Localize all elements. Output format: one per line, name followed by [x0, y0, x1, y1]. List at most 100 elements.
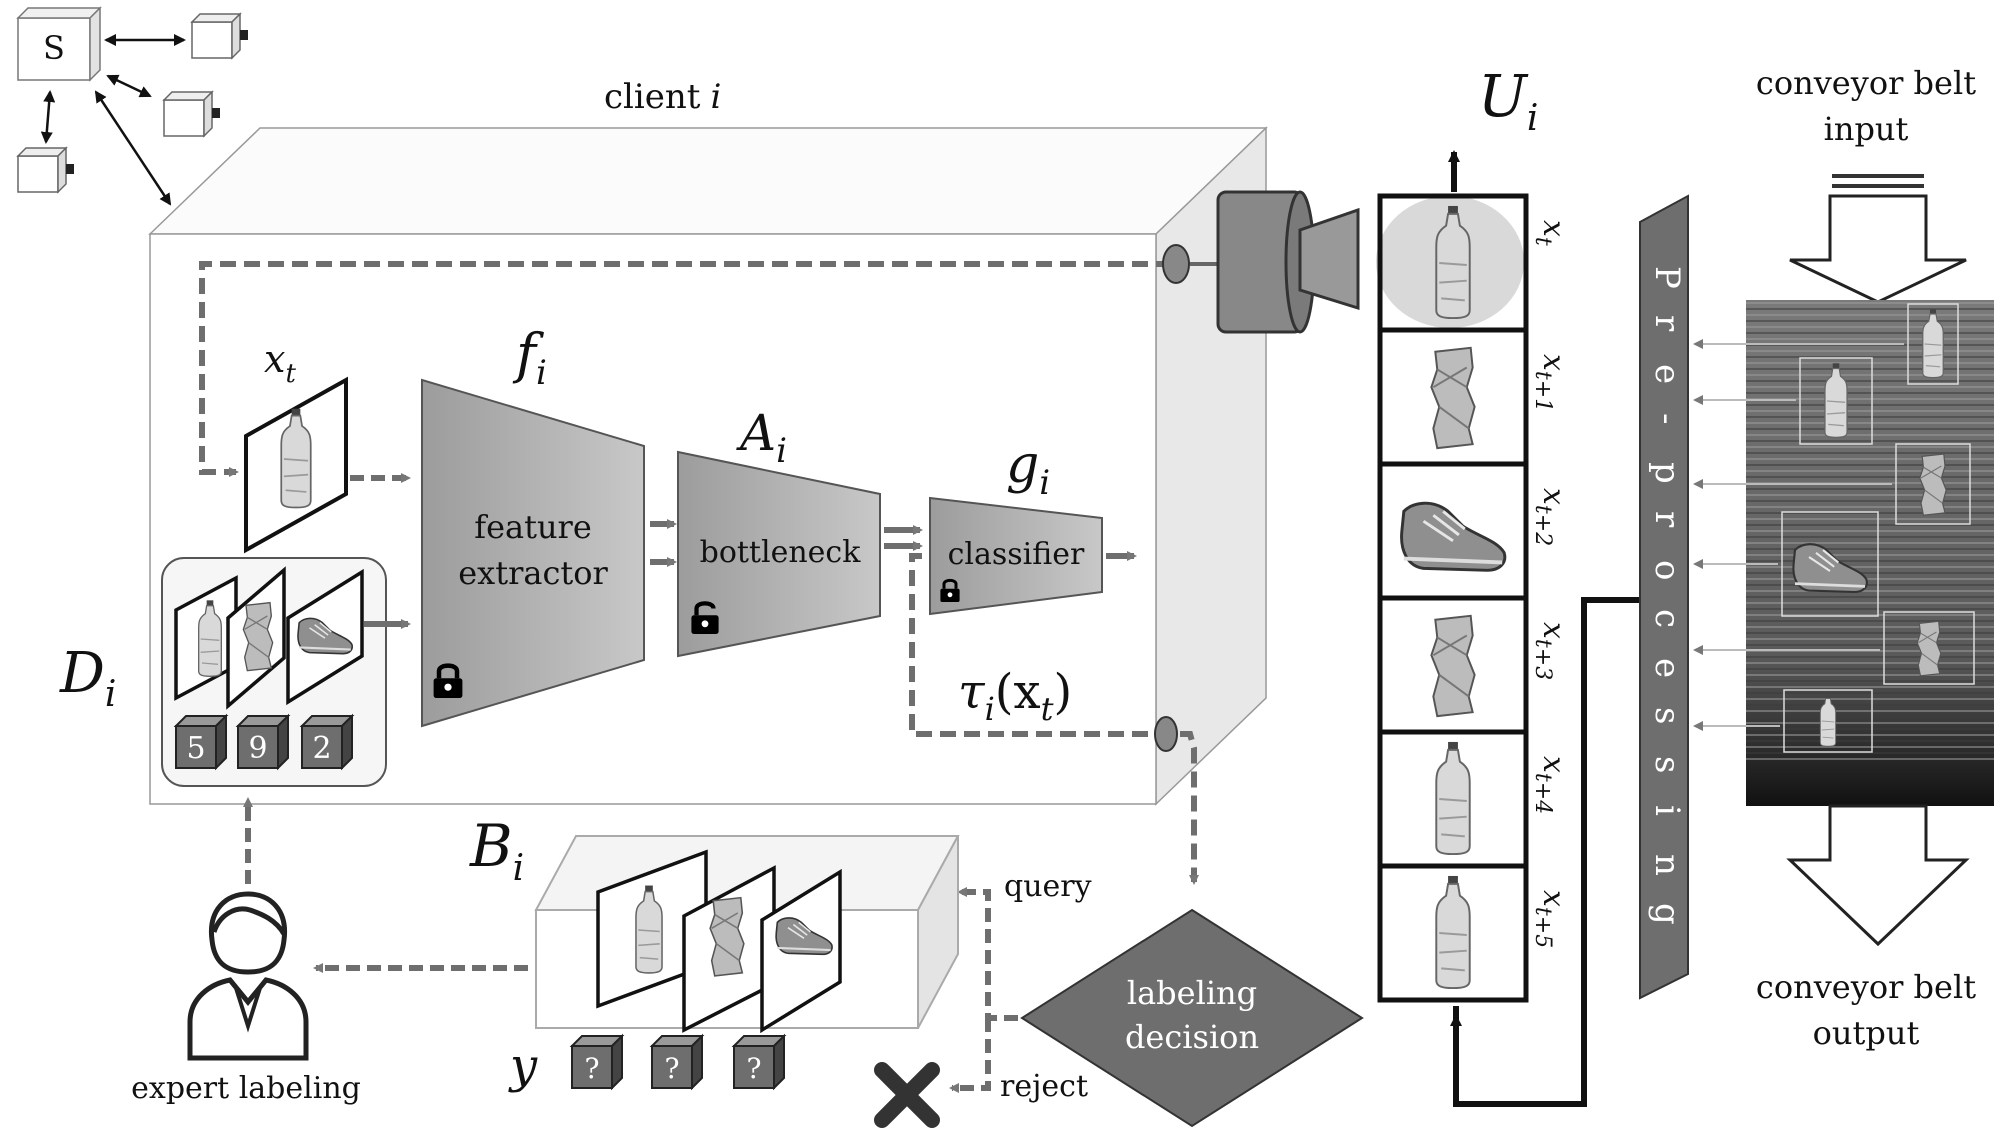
sequence-frame: xt+4: [1377, 729, 1571, 869]
client-camera-icon: [191, 13, 249, 59]
uncertainty-path: [909, 553, 1199, 885]
query-cubes: ? ? ?: [569, 1033, 787, 1091]
expert-icon: [187, 891, 309, 1061]
belt-item: [1693, 611, 1975, 685]
label-cube: 9: [235, 713, 291, 771]
bottleneck-symbol: Ai: [736, 404, 787, 471]
belt-input-line1: conveyor belt: [1756, 64, 1976, 102]
query-path: [957, 887, 1018, 1021]
belt-input-arrow: [1789, 194, 1967, 304]
sequence-frame: xt+2: [1377, 461, 1571, 601]
decision-line2: decision: [1125, 1018, 1259, 1056]
frame-label: xt+5: [1530, 890, 1571, 948]
sequence-frame: xt+3: [1377, 595, 1571, 735]
link-arrow: [40, 90, 56, 144]
can-image: [1430, 614, 1476, 718]
client-camera-icon: [163, 91, 221, 137]
link-arrow: [94, 90, 172, 206]
preprocessing-letter: g: [1647, 903, 1687, 925]
svg-text:?: ?: [584, 1052, 599, 1085]
belt-output-line1: conveyor belt: [1756, 968, 1976, 1006]
frame-label: xt+3: [1530, 622, 1571, 680]
port-node: [1162, 244, 1190, 284]
preprocessing-letter: e: [1647, 658, 1687, 678]
link-arrow: [106, 74, 152, 98]
preprocessing-letter: s: [1647, 707, 1687, 724]
feedback-path: [1453, 597, 1640, 1107]
buffer-box: Bi y ? ? ?: [469, 812, 960, 1094]
port-node: [1154, 716, 1178, 752]
camera-icon: [1190, 190, 1360, 334]
bottleneck-label: bottleneck: [700, 535, 862, 570]
label-cube: 5: [173, 713, 229, 771]
belt-item: [1693, 511, 1879, 617]
reject-label: reject: [1000, 1069, 1088, 1104]
frame-label: xt+4: [1530, 756, 1571, 814]
bottleneck: Ai bottleneck: [677, 404, 881, 658]
feature-extractor: fi feature extractor: [421, 322, 645, 728]
preprocessing-letter: s: [1647, 756, 1687, 773]
preprocessing-letter: p: [1647, 462, 1687, 484]
dataset-panel: Di 5 9 2: [59, 557, 387, 787]
classifier-symbol: gi: [1006, 435, 1050, 503]
frame-label: xt+2: [1530, 488, 1571, 546]
belt-item: [1693, 443, 1971, 525]
input-sample-label: xt: [264, 337, 296, 389]
frame-label: xt+1: [1530, 354, 1571, 412]
label-cubes: 5 9 2: [173, 713, 355, 771]
can-image: [1430, 346, 1476, 450]
camera-feed-path: [199, 261, 1172, 477]
federation-topology: S: [16, 6, 249, 206]
preprocessing-letter: P: [1647, 266, 1687, 289]
belt-output-arrow: [1786, 804, 1970, 947]
belt-input-line2: input: [1824, 110, 1909, 148]
server-label: S: [43, 29, 65, 67]
reject-path: [949, 1018, 991, 1093]
preprocessing-letter: -: [1647, 413, 1687, 425]
preprocessing-letter: r: [1647, 315, 1687, 332]
query-cube: ?: [649, 1033, 705, 1091]
dataset-label: Di: [59, 641, 116, 715]
feature-extractor-symbol: fi: [512, 322, 547, 393]
threshold-label: τi(xt): [958, 664, 1072, 728]
sequence-frame: xt+1: [1377, 327, 1571, 467]
classifier-label: classifier: [948, 537, 1085, 572]
svg-text:?: ?: [664, 1052, 679, 1085]
feature-extractor-line2: extractor: [458, 554, 608, 592]
preprocessing-letter: n: [1647, 854, 1687, 876]
reject-icon: [874, 1062, 940, 1128]
label-cube: 2: [299, 713, 355, 771]
svg-text:2: 2: [312, 731, 331, 766]
query-cube: ?: [731, 1033, 787, 1091]
preprocessing-letter: e: [1647, 364, 1687, 384]
belt-item: [1693, 357, 1873, 445]
belt-item: [1693, 689, 1873, 753]
query-label: query: [1004, 869, 1092, 904]
buffer-y-label: y: [508, 1038, 538, 1094]
svg-text:?: ?: [746, 1052, 761, 1085]
preprocessing-letter: o: [1647, 560, 1687, 580]
feature-extractor-line1: feature: [474, 508, 592, 546]
expert-label: expert labeling: [131, 1071, 361, 1106]
preprocessing-letter: c: [1647, 609, 1687, 628]
belt-output-line2: output: [1813, 1014, 1920, 1052]
conveyor-belt: conveyor belt input conveyor belt output: [1693, 64, 1994, 1052]
svg-text:5: 5: [186, 731, 205, 766]
sequence-frame: xt+5: [1377, 863, 1571, 1003]
server-cube: S: [16, 6, 102, 82]
stream-label: Ui: [1478, 62, 1538, 139]
decision-line1: labeling: [1127, 974, 1257, 1012]
input-sample: xt: [244, 337, 348, 554]
svg-text:9: 9: [248, 731, 267, 766]
query-cube: ?: [569, 1033, 625, 1091]
stream-sequence: Ui xt xt+1 xt+2 xt+3 xt+4 xt+5: [1376, 62, 1640, 1107]
preprocessing-letter: r: [1647, 511, 1687, 528]
buffer-label: Bi: [469, 812, 524, 889]
belt-item: [1693, 303, 1959, 385]
classifier: gi classifier: [929, 435, 1103, 616]
client-camera-icon: [17, 147, 75, 193]
frame-label: xt: [1530, 220, 1571, 246]
